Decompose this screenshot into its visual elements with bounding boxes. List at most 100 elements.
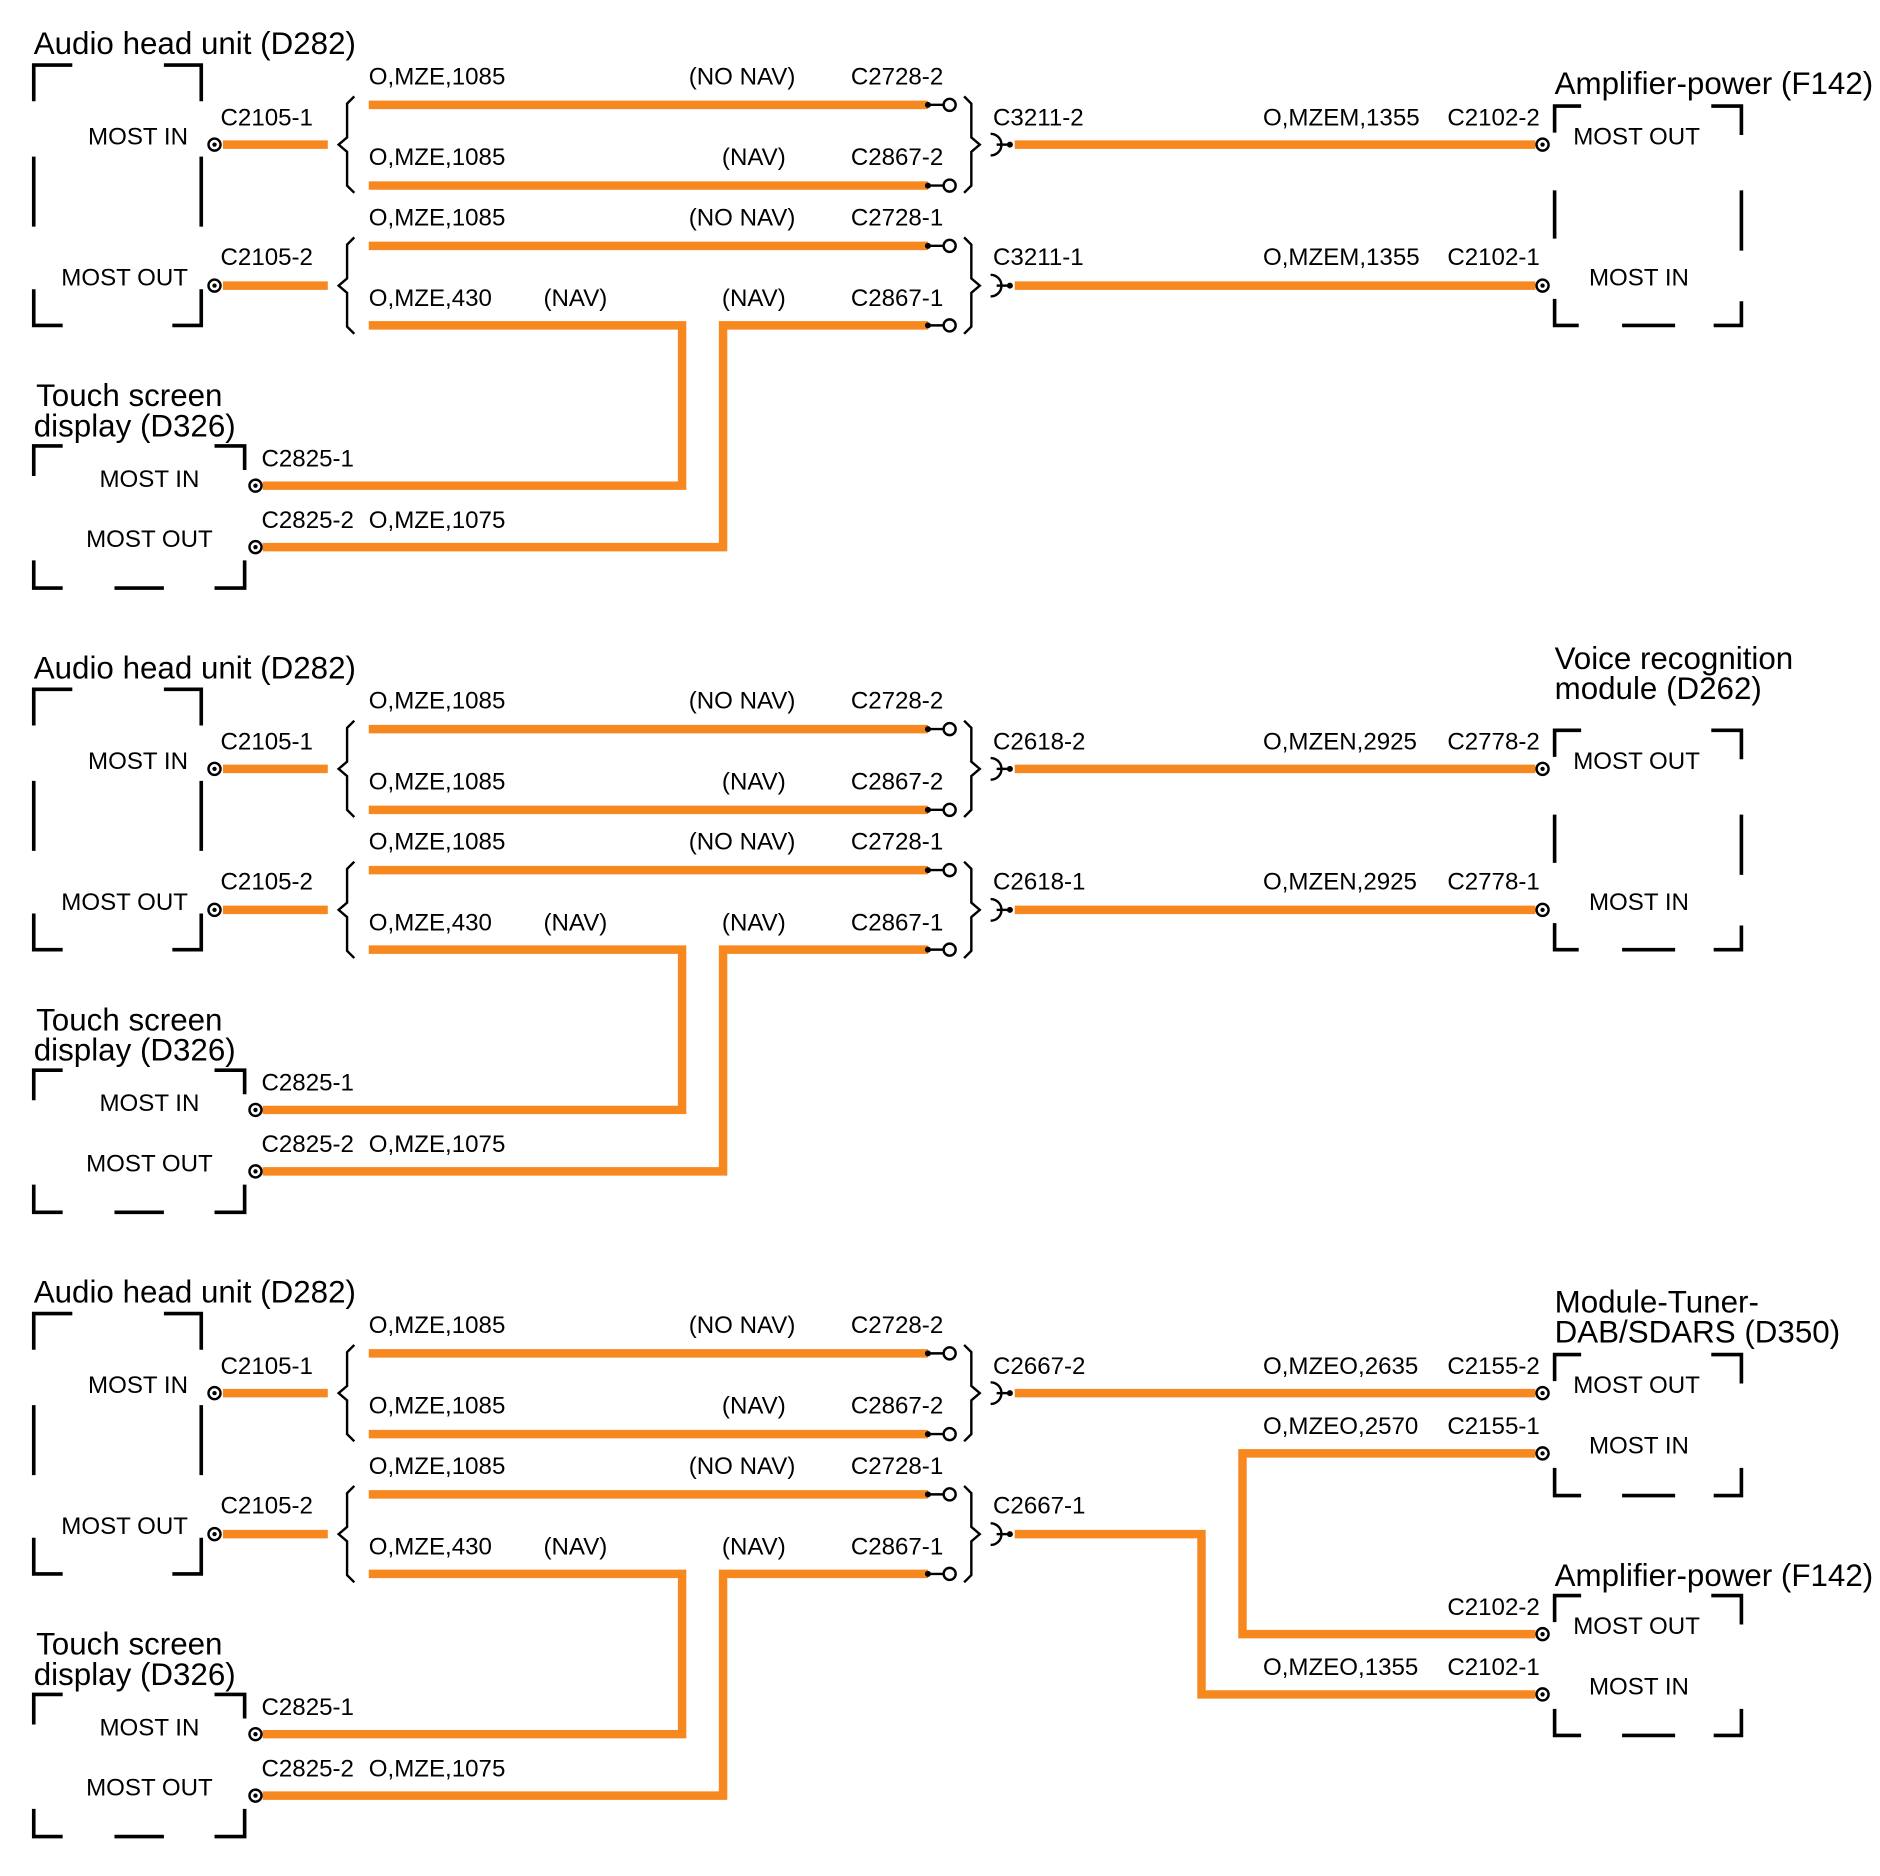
variant-label-row3: (NO NAV) [689, 204, 796, 231]
touch-screen-title-line2: display (D326) [34, 1033, 236, 1068]
head-unit-most-in-connector [207, 137, 222, 152]
right-splice-brace-lower [963, 860, 982, 959]
connector-label-row4: C2867-1 [851, 285, 943, 312]
connector-label-c2105-2: C2105-2 [221, 244, 313, 271]
wire-tuner-in-to-amp-out [1238, 1449, 1536, 1639]
device-most-out-connector [1535, 137, 1550, 152]
wire-touch-out-to-nav [262, 945, 928, 1176]
variant-label-row3: (NO NAV) [689, 1453, 796, 1480]
wire-label-row1: O,MZE,1085 [369, 63, 506, 90]
touch-screen-most-in-connector [248, 1726, 263, 1742]
panel-amplifier: Audio head unit (D282) MOST IN MOST OUT C21… [31, 26, 1874, 590]
amp-most-out-connector [1535, 1626, 1550, 1642]
variant-label-row4-left: (NAV) [544, 1534, 608, 1561]
head-unit-most-in-label: MOST IN [88, 748, 188, 775]
left-splice-brace-lower [336, 860, 356, 959]
touch-screen-most-in-label: MOST IN [99, 1090, 199, 1117]
variant-label-row4-right: (NAV) [722, 1534, 786, 1561]
connector-row3 [924, 862, 957, 878]
amp-most-in-label: MOST IN [1589, 1673, 1689, 1700]
connector-label-c2105-2: C2105-2 [221, 868, 313, 895]
amplifier-title: Amplifier-power (F142) [1555, 1558, 1874, 1593]
connector-label-device-upper: C2102-2 [1447, 104, 1539, 131]
head-unit-most-out-connector [207, 278, 222, 293]
head-unit-most-out-connector [207, 902, 222, 918]
head-unit-frame [31, 687, 204, 952]
head-unit-frame [31, 63, 204, 328]
tuner-most-out-connector [1535, 1385, 1550, 1401]
right-splice-brace-lower [963, 236, 982, 335]
tuner-most-in-label: MOST IN [1589, 1432, 1689, 1459]
wire-label-row3: O,MZE,1085 [369, 204, 506, 231]
connector-label-row2: C2867-2 [851, 144, 943, 171]
wire-to-amp-most-in [1014, 1529, 1536, 1699]
wire-label-row3: O,MZE,1085 [369, 829, 506, 856]
wire-nav-to-touch-in [262, 321, 687, 490]
wire-label-amp-in: O,MZEO,1355 [1263, 1654, 1418, 1681]
device-title-line1: Voice recognition [1555, 641, 1794, 676]
touch-screen-most-in-label: MOST IN [99, 466, 199, 493]
head-unit-most-out-label: MOST OUT [61, 265, 188, 292]
wire-label-touch-out: O,MZE,1075 [369, 507, 506, 534]
head-unit-title: Audio head unit (D282) [34, 26, 356, 61]
device-most-in-label: MOST IN [1589, 889, 1689, 916]
wire-label-row3: O,MZE,1085 [369, 1453, 506, 1480]
wire-label-row1: O,MZE,1085 [369, 1312, 506, 1339]
connector-label-device-lower: C2102-1 [1447, 244, 1539, 271]
connector-row4 [924, 1566, 957, 1582]
amp-most-in-connector [1535, 1687, 1550, 1702]
touch-screen-most-out-connector [248, 539, 263, 555]
connector-label-amp-in: C2102-1 [1447, 1654, 1539, 1681]
head-unit-most-in-connector [207, 1385, 222, 1401]
inline-connector-label-lower: C2667-1 [993, 1493, 1085, 1520]
device-most-out-label: MOST OUT [1573, 124, 1700, 151]
head-unit-most-out-connector [207, 1526, 222, 1542]
connector-row1 [924, 97, 957, 113]
touch-screen-most-out-label: MOST OUT [86, 1150, 213, 1177]
variant-label-row1: (NO NAV) [689, 1312, 796, 1339]
wire-label-tuner-out: O,MZEO,2635 [1263, 1353, 1418, 1380]
head-unit-most-out-label: MOST OUT [61, 1513, 188, 1540]
head-unit-most-out-label: MOST OUT [61, 889, 188, 916]
connector-label-row2: C2867-2 [851, 1393, 943, 1420]
head-unit-most-in-connector [207, 761, 222, 777]
wire-label-device-lower: O,MZEN,2925 [1263, 868, 1417, 895]
connector-row1 [924, 721, 957, 737]
right-splice-brace-lower [963, 1485, 982, 1584]
connector-label-c2105-1: C2105-1 [221, 729, 313, 756]
device-most-in-connector [1535, 902, 1550, 918]
connector-label-c2105-1: C2105-1 [221, 1353, 313, 1380]
connector-label-tuner-out: C2155-2 [1447, 1353, 1539, 1380]
device-most-in-connector [1535, 278, 1550, 293]
wire-label-tuner-in: O,MZEO,2570 [1263, 1413, 1418, 1440]
device-title: Amplifier-power (F142) [1555, 66, 1874, 101]
connector-label-row2: C2867-2 [851, 768, 943, 795]
wire-touch-out-to-nav [262, 1569, 928, 1800]
wire-label-device-upper: O,MZEN,2925 [1263, 729, 1417, 756]
variant-label-row4-right: (NAV) [722, 909, 786, 936]
left-splice-brace-upper [336, 1344, 356, 1443]
wire-label-touch-out: O,MZE,1075 [369, 1755, 506, 1782]
inline-connector-label-upper: C3211-2 [993, 104, 1084, 131]
connector-row3 [924, 238, 957, 254]
device-frame [1552, 104, 1744, 328]
connector-label-row1: C2728-2 [851, 1312, 943, 1339]
variant-label-row4-left: (NAV) [544, 285, 608, 312]
variant-label-row3: (NO NAV) [689, 829, 796, 856]
inline-connector-upper [990, 756, 1013, 781]
touch-screen-title-line1: Touch screen [36, 378, 222, 413]
variant-label-row1: (NO NAV) [689, 688, 796, 715]
inline-connector-lower [990, 1522, 1013, 1547]
connector-label-device-upper: C2778-2 [1447, 729, 1539, 756]
connector-row1 [924, 1346, 957, 1361]
inline-connector-upper [990, 1381, 1013, 1406]
variant-label-row4-right: (NAV) [722, 285, 786, 312]
device-most-out-label: MOST OUT [1573, 748, 1700, 775]
inline-connector-label-upper: C2618-2 [993, 729, 1085, 756]
touch-screen-most-out-connector [248, 1164, 263, 1179]
wire-label-row1: O,MZE,1085 [369, 688, 506, 715]
head-unit-title: Audio head unit (D282) [34, 650, 356, 685]
tuner-most-out-label: MOST OUT [1573, 1372, 1700, 1399]
wire-label-row4: O,MZE,430 [369, 909, 492, 936]
touch-screen-title-line1: Touch screen [36, 1002, 222, 1037]
